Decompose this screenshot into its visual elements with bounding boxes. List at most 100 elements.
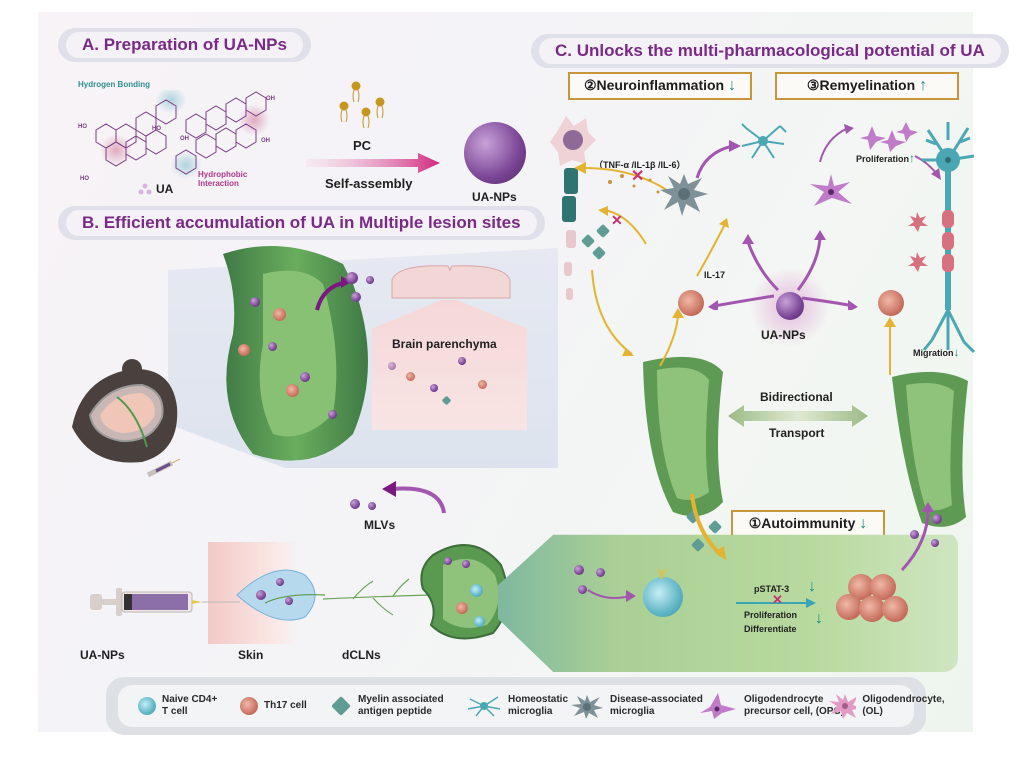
cytokines-label: （TNF-α /IL-1β /IL-6） xyxy=(594,160,686,170)
nanoparticle xyxy=(300,372,310,382)
nanoparticle xyxy=(458,357,466,365)
ua-molecule-structure: HO OH OH HO HO OH xyxy=(78,90,275,182)
hydrogen-bond-region xyxy=(155,90,187,114)
nanoparticle xyxy=(346,272,358,284)
decrease-arrow-icon: ↓ xyxy=(859,515,868,532)
th17-cell xyxy=(859,596,885,622)
migration-label: Migration↓ xyxy=(913,345,960,359)
blocked-activation-arrow xyxy=(598,206,647,245)
proliferation-opc-text: Proliferation xyxy=(856,154,910,164)
nanoparticle xyxy=(430,384,438,392)
il17-label: IL-17 xyxy=(704,270,726,280)
autoimmunity-label: ①Autoimmunity xyxy=(748,515,856,531)
activation-block-icon: ✕ xyxy=(611,212,623,228)
molecule-atom-label: HO xyxy=(152,126,161,132)
legend-item: Oligodendrocyte, (OL) xyxy=(828,685,950,727)
nanoparticle xyxy=(932,514,942,524)
lymphatic-capillaries xyxy=(323,578,432,616)
hydrogen-bonding-label: Hydrogen Bonding xyxy=(78,80,150,89)
meningeal-lymphatic-vessel xyxy=(223,246,368,461)
small-syringe-icon xyxy=(146,458,181,478)
migration-arrow xyxy=(884,317,896,375)
transport-label: Transport xyxy=(769,426,825,440)
th17-cell-c xyxy=(678,290,704,316)
vessel-right xyxy=(892,371,968,527)
naive-cd4-t-cell xyxy=(643,577,683,617)
brain-parenchyma-label: Brain parenchyma xyxy=(392,337,497,351)
panel-c-title: C. Unlocks the multi-pharmacological pot… xyxy=(539,38,1001,64)
remyelination-label: ③Remyelination xyxy=(806,77,916,93)
legend: Naive CD4+T cell Th17 cell Myelin associ… xyxy=(106,677,945,735)
nanoparticle xyxy=(388,362,396,370)
nanoparticle xyxy=(578,585,587,594)
ua-dots-icon xyxy=(138,183,152,195)
neuroinflammation-label: ②Neuroinflammation xyxy=(583,77,725,93)
nanoparticle xyxy=(574,565,584,575)
nanoparticle xyxy=(268,342,277,351)
homeostatic-microglia xyxy=(741,123,787,159)
nanoparticle xyxy=(350,499,360,509)
disease-microglia-icon xyxy=(571,695,603,719)
nanoparticle xyxy=(285,597,293,605)
pc-lipids-icon xyxy=(339,81,385,129)
legend-label: Oligodendrocyte, (OL) xyxy=(862,694,945,717)
legend-panel: Naive CD4+T cell Th17 cell Myelin associ… xyxy=(118,685,945,727)
oligodendrocytes xyxy=(908,212,928,272)
skin-label: Skin xyxy=(238,648,264,662)
ua-nanoparticle-large xyxy=(464,122,526,184)
hydrophobic-region xyxy=(238,104,270,136)
brain-section-icon xyxy=(391,265,511,299)
pathway-block-icon: ✕ xyxy=(772,592,783,607)
legend-item: Th17 cell xyxy=(240,685,307,727)
migration-text: Migration xyxy=(913,348,954,358)
nanoparticle xyxy=(250,297,260,307)
self-assembly-label: Self-assembly xyxy=(325,176,413,191)
proliferating-opcs xyxy=(860,122,918,152)
nanoparticle xyxy=(596,568,605,577)
opc-icon xyxy=(700,693,736,719)
autoimmunity-box: ①Autoimmunity ↓ xyxy=(731,510,885,538)
molecule-rings xyxy=(95,91,267,175)
hydrophobic-region xyxy=(100,134,132,166)
naive-cd4-t-cell-icon xyxy=(138,697,156,715)
naive-t-cell xyxy=(470,584,483,597)
differentiation-arrow xyxy=(914,155,941,180)
syringe-icon xyxy=(90,588,240,616)
brain-parenchyma-panel xyxy=(372,300,527,430)
nanoparticle xyxy=(368,502,376,510)
th17-migration-arrow xyxy=(900,502,934,572)
mlv-drainage-arrow xyxy=(382,481,446,514)
differentiate-label: Differentiate xyxy=(744,624,797,634)
nanoparticle xyxy=(462,560,470,568)
vessel-left xyxy=(643,356,723,517)
hydrogen-bond-region xyxy=(170,151,202,179)
molecule-atom-label: HO xyxy=(78,124,87,130)
egress-arrow xyxy=(315,276,351,311)
th17-cell xyxy=(478,380,487,389)
pstat3-label: pSTAT-3 xyxy=(754,584,790,594)
th17-cell xyxy=(406,372,415,381)
increase-arrow-icon: ↑ xyxy=(919,77,928,94)
myelin-peptide-icon xyxy=(331,696,351,716)
peptide-drainage-arrow xyxy=(690,493,726,560)
nanoparticle xyxy=(910,530,919,539)
opc-proliferation-arrow xyxy=(819,124,854,163)
proliferation-decrease-icon: ↓ xyxy=(815,610,823,627)
th17-cell xyxy=(882,596,908,622)
injection-depot-droplet xyxy=(236,569,325,621)
bidirectional-transport-arrow xyxy=(728,405,868,427)
opc-cell xyxy=(810,174,852,206)
th17-cell xyxy=(836,594,862,620)
panel-b-header: B. Efficient accumulation of UA in Multi… xyxy=(58,206,545,240)
panel-b-title: B. Efficient accumulation of UA in Multi… xyxy=(66,210,537,236)
th17-cell xyxy=(456,602,468,614)
nanoparticle xyxy=(328,410,337,419)
differentiation-pathway-arrow xyxy=(736,598,816,608)
nanoparticle xyxy=(444,557,452,565)
